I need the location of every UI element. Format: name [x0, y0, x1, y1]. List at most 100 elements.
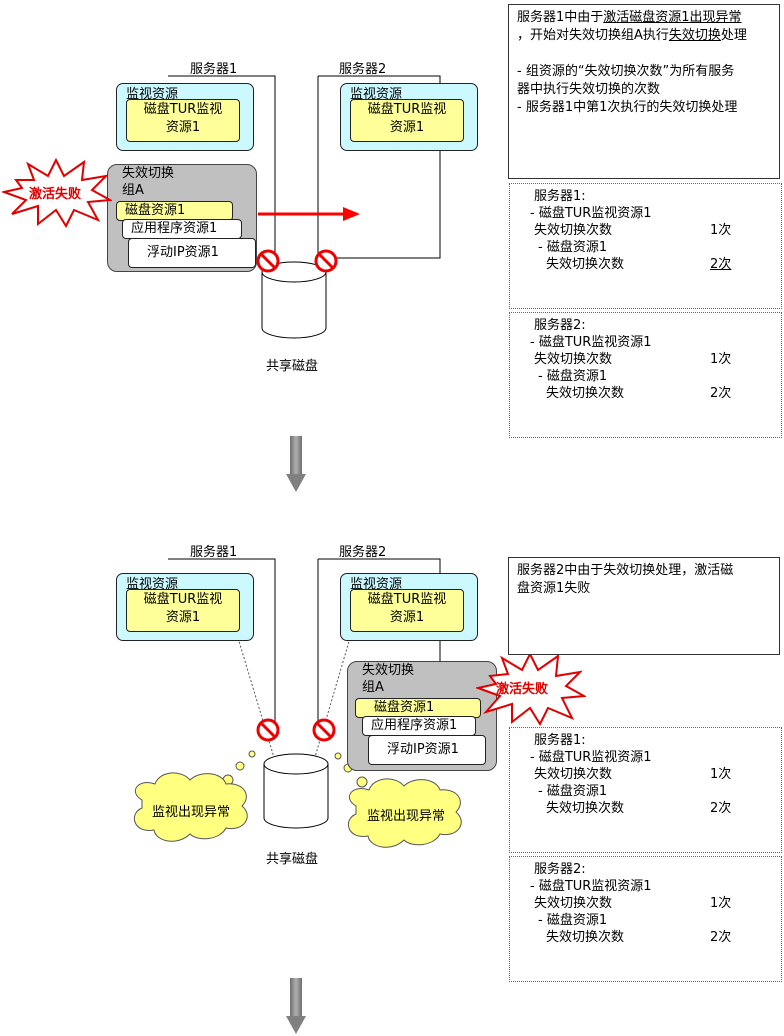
failover-group-title-line1: 失效切换 — [362, 663, 415, 678]
prohibited-icon — [314, 249, 338, 273]
count-monitor-count: 1次 — [710, 896, 732, 911]
note-bullet1-line2: 器中执行失效切换的次数 — [517, 82, 661, 97]
count-monitor-label: - 磁盘TUR监视资源1 — [530, 879, 652, 894]
note-text: 服务器1中由于 — [517, 10, 604, 25]
tur-monitor-resource: 磁盘TUR监视 资源1 — [350, 589, 464, 632]
count-monitor-label: - 磁盘TUR监视资源1 — [530, 206, 652, 221]
count-disk-count-label: 失效切换次数 — [546, 801, 625, 816]
floating-ip-resource-label: 浮动IP资源1 — [387, 742, 459, 757]
disk-cylinder-icon — [261, 261, 327, 339]
count-monitor-count-label: 失效切换次数 — [534, 352, 613, 367]
note-text: ，开始对失效切换组A执行 — [517, 28, 669, 43]
count-server-label: 服务器1: — [534, 733, 586, 748]
count-monitor-count-label: 失效切换次数 — [534, 896, 613, 911]
count-monitor-label: - 磁盘TUR监视资源1 — [530, 750, 652, 765]
failover-group-title-line2: 组A — [122, 183, 144, 198]
note-bullet2: - 服务器1中第1次执行的失效切换处理 — [517, 100, 738, 115]
count-box-server2-2: 服务器2: - 磁盘TUR监视资源1 失效切换次数 1次 - 磁盘资源1 失效切… — [509, 856, 782, 982]
shared-disk-label-2: 共享磁盘 — [266, 852, 319, 867]
monitor-resource-title: 监视资源 — [126, 577, 179, 592]
monitor-error-right: 监视出现异常 — [367, 809, 446, 824]
floating-ip-resource: 浮动IP资源1 — [128, 238, 256, 268]
app-resource: 应用程序资源1 — [122, 219, 242, 239]
tur-monitor-label-line1: 磁盘TUR监视 — [143, 592, 223, 607]
failover-group-title-line1: 失效切换 — [122, 166, 175, 181]
failover-arrow — [258, 207, 360, 221]
monitor-resource-title: 监视资源 — [350, 87, 403, 102]
note-text: 处理 — [720, 28, 747, 43]
count-server-label: 服务器2: — [534, 318, 586, 333]
tur-monitor-resource: 磁盘TUR监视 资源1 — [350, 99, 464, 142]
step1-note: 服务器1中由于激活磁盘资源1出现异常 ，开始对失效切换组A执行失效切换处理 - … — [508, 4, 780, 179]
app-resource-2: 应用程序资源1 — [362, 716, 476, 736]
prohibited-icon-2 — [312, 718, 336, 742]
count-disk-label: - 磁盘资源1 — [538, 240, 608, 255]
server1-label-2: 服务器1 — [190, 545, 238, 560]
note-line2: ，开始对失效切换组A执行失效切换处理 — [517, 27, 771, 45]
count-disk-count: 2次 — [710, 801, 732, 816]
down-arrow-icon-2 — [286, 978, 306, 1034]
cloud-icon-right — [334, 752, 462, 848]
count-monitor-label: - 磁盘TUR监视资源1 — [530, 335, 652, 350]
monitor-resource-box-s2: 监视资源 磁盘TUR监视 资源1 — [340, 83, 478, 151]
floating-ip-resource-label: 浮动IP资源1 — [147, 245, 219, 260]
note-underlined-text: 失效切换 — [668, 28, 721, 43]
prohibited-icon-2 — [256, 718, 280, 742]
tur-monitor-label-line2: 资源1 — [165, 610, 201, 625]
tur-monitor-resource: 磁盘TUR监视 资源1 — [126, 589, 240, 632]
monitor-resource-title: 监视资源 — [350, 577, 403, 592]
failover-group-title: 失效切换 组A — [122, 165, 174, 199]
note-line2: 盘资源1失败 — [517, 581, 591, 596]
count-disk-label: - 磁盘资源1 — [538, 369, 608, 384]
server2-outline — [317, 75, 441, 259]
monitor-resource-box-s2-2: 监视资源 磁盘TUR监视 资源1 — [340, 573, 478, 641]
count-box-server1-2: 服务器1: - 磁盘TUR监视资源1 失效切换次数 1次 - 磁盘资源1 失效切… — [509, 727, 782, 853]
count-disk-label: - 磁盘资源1 — [538, 913, 608, 928]
count-disk-label: - 磁盘资源1 — [538, 784, 608, 799]
tur-monitor-label-line2: 资源1 — [389, 120, 425, 135]
monitor-resource-box-s1: 监视资源 磁盘TUR监视 资源1 — [116, 83, 254, 151]
disk-resource: 磁盘资源1 — [116, 201, 233, 221]
tur-monitor-label-line2: 资源1 — [165, 120, 201, 135]
failover-group-title-line2: 组A — [362, 680, 384, 695]
prohibited-icon — [256, 249, 280, 273]
note-underlined-text: 激活磁盘资源1出现异常 — [603, 10, 742, 25]
burst-icon-2: 激活失败 — [476, 652, 586, 726]
floating-ip-resource-2: 浮动IP资源1 — [368, 735, 486, 765]
count-monitor-count: 1次 — [710, 352, 732, 367]
note-bullet1-line1: - 组资源的“失效切换次数”为所有服务 — [517, 64, 735, 79]
monitor-resource-title: 监视资源 — [126, 87, 179, 102]
count-box-server2: 服务器2: - 磁盘TUR监视资源1 失效切换次数 1次 - 磁盘资源1 失效切… — [509, 312, 782, 438]
count-disk-count: 2次 — [710, 257, 732, 272]
count-disk-count-label: 失效切换次数 — [546, 930, 625, 945]
count-monitor-count: 1次 — [710, 767, 732, 782]
count-disk-count-label: 失效切换次数 — [546, 386, 625, 401]
step2-note: 服务器2中由于失效切换处理，激活磁 盘资源1失败 — [508, 557, 780, 655]
count-disk-count: 2次 — [710, 930, 732, 945]
count-monitor-count: 1次 — [710, 223, 732, 238]
count-server-label: 服务器1: — [534, 189, 586, 204]
monitor-resource-box-s1-2: 监视资源 磁盘TUR监视 资源1 — [116, 573, 254, 641]
tur-monitor-label-line1: 磁盘TUR监视 — [367, 102, 447, 117]
note-line1: 服务器1中由于激活磁盘资源1出现异常 — [517, 9, 771, 27]
tur-monitor-label-line1: 磁盘TUR监视 — [143, 102, 223, 117]
tur-monitor-label-line2: 资源1 — [389, 610, 425, 625]
server1-label: 服务器1 — [190, 62, 238, 77]
count-disk-count-label: 失效切换次数 — [546, 257, 625, 272]
server2-label: 服务器2 — [339, 62, 387, 77]
tur-monitor-resource: 磁盘TUR监视 资源1 — [126, 99, 240, 142]
server2-label-2: 服务器2 — [339, 545, 387, 560]
count-server-label: 服务器2: — [534, 862, 586, 877]
note-line1: 服务器2中由于失效切换处理，激活磁 — [517, 563, 734, 578]
count-box-server1: 服务器1: - 磁盘TUR监视资源1 失效切换次数 1次 - 磁盘资源1 失效切… — [509, 183, 782, 309]
count-disk-count: 2次 — [710, 386, 732, 401]
count-monitor-count-label: 失效切换次数 — [534, 223, 613, 238]
disk-cylinder-icon-2 — [263, 753, 329, 829]
count-monitor-count-label: 失效切换次数 — [534, 767, 613, 782]
cloud-icon-left — [133, 750, 256, 842]
shared-disk-label: 共享磁盘 — [266, 359, 319, 374]
disk-resource-2: 磁盘资源1 — [355, 698, 481, 718]
tur-monitor-label-line1: 磁盘TUR监视 — [367, 592, 447, 607]
activation-failed-label: 激活失败 — [496, 681, 548, 697]
